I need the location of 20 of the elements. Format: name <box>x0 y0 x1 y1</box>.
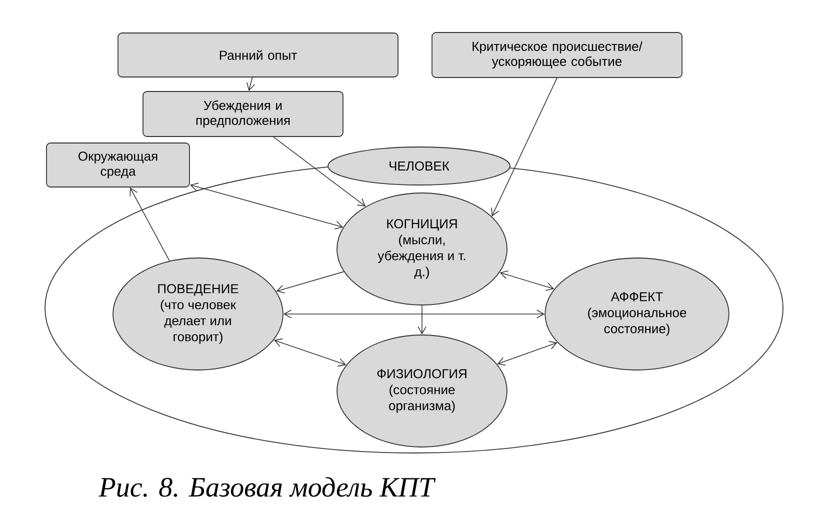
caption: Рис. 8. Базовая модель КПТ <box>98 477 436 497</box>
text-box: Ранний опыт <box>118 32 398 78</box>
text-box: Критическое происшествие/ ускоряющее событие <box>432 32 682 78</box>
arrow <box>418 305 426 335</box>
ellipse-node: АФФЕКТ (эмоциональное состояние) <box>544 258 730 370</box>
arrow <box>491 78 558 216</box>
ellipse-node: ПОВЕДЕНИЕ (что человек делает или говорит) <box>112 258 284 370</box>
arrow <box>500 270 554 291</box>
arrow <box>283 310 545 318</box>
text-box: Окружающая среда <box>46 142 190 188</box>
ellipse-node: КОГНИЦИЯ (мысли, убеждения и т. д.) <box>336 192 508 306</box>
arrow <box>190 182 344 230</box>
arrow <box>246 77 256 92</box>
arrow <box>276 271 344 294</box>
arrow <box>274 338 346 367</box>
arrow <box>497 341 558 366</box>
arrow <box>130 187 170 262</box>
ellipse-node: ФИЗИОЛОГИЯ (состояние организма) <box>336 334 508 448</box>
arrow <box>273 136 366 207</box>
text-box: Убеждения и предположения <box>142 91 344 137</box>
